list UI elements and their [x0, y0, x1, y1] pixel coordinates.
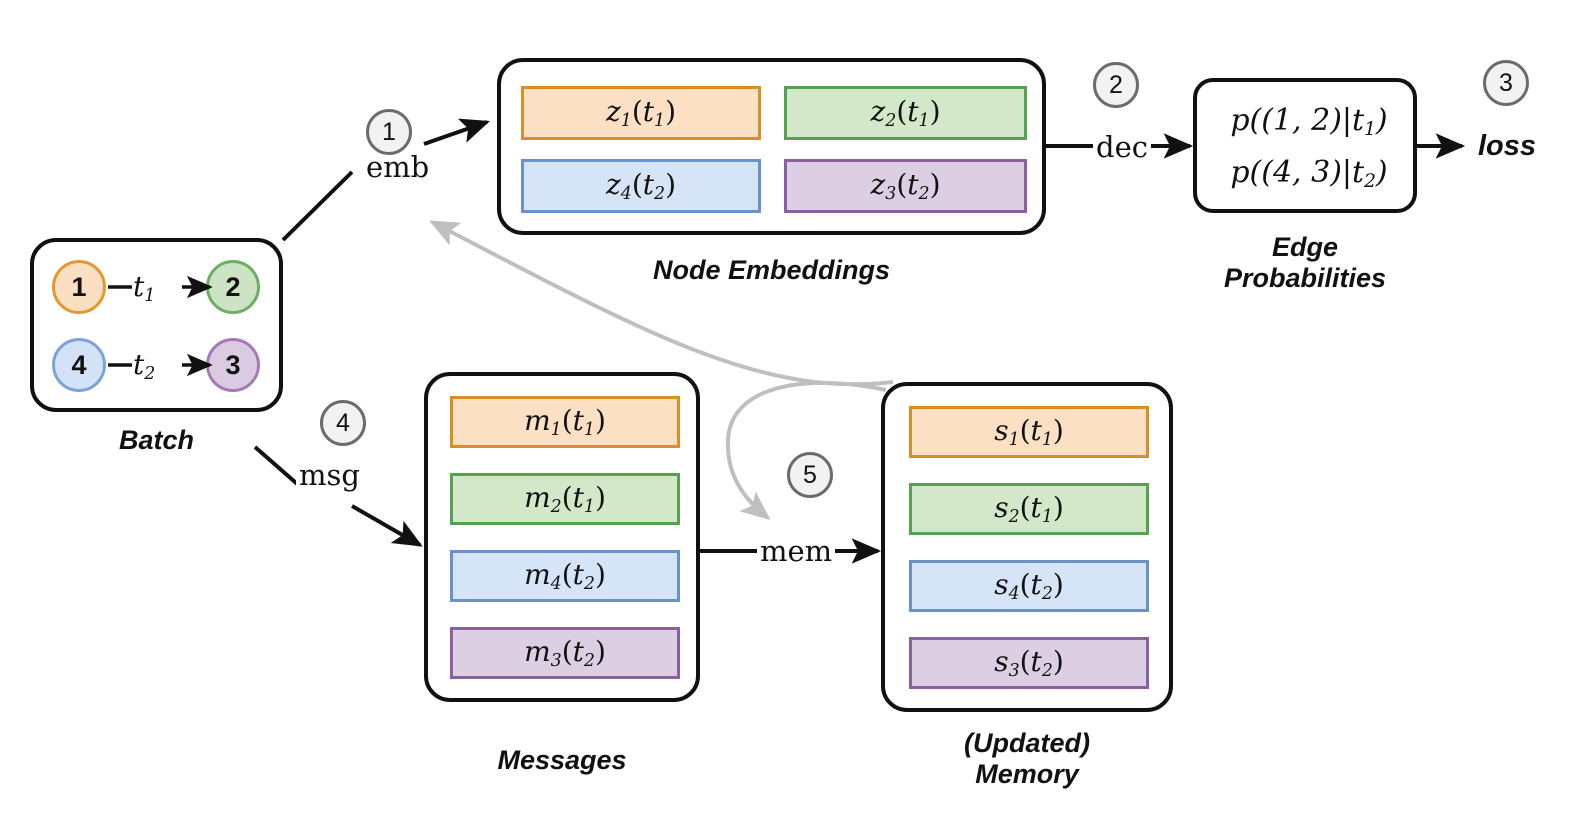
operator-label-dec: dec: [1093, 130, 1151, 164]
batch-node-2[interactable]: 2: [206, 260, 260, 314]
edge-probabilities-box: p((1, 2)|t1) p((4, 3)|t2): [1193, 78, 1417, 213]
arrow-msg-to-messages: [351, 504, 423, 547]
operator-label-emb: emb: [363, 150, 433, 184]
step-badge-1: 1: [366, 109, 412, 155]
batch-node-4[interactable]: 4: [52, 338, 106, 392]
memory-slot-s1[interactable]: s1(t1): [909, 406, 1149, 458]
arrow-memory-to-emb-feedback: [429, 220, 894, 387]
batch-box: 1 2 4 3 t1 t2: [30, 238, 283, 412]
edge-probability-row: p((4, 3)|t2): [1230, 154, 1388, 192]
node-embedding-slot-z3[interactable]: z3(t2): [784, 159, 1027, 213]
node-embedding-slot-z4[interactable]: z4(t2): [521, 159, 761, 213]
message-slot-m3[interactable]: m3(t2): [450, 627, 680, 679]
message-slot-m4[interactable]: m4(t2): [450, 550, 680, 602]
edge-probability-rows: p((1, 2)|t1) p((4, 3)|t2): [1197, 82, 1421, 213]
batch-node-1[interactable]: 1: [52, 260, 106, 314]
memory-slot-s4[interactable]: s4(t2): [909, 560, 1149, 612]
batch-edge-time-1: t1: [133, 270, 156, 306]
operator-label-mem: mem: [757, 534, 836, 568]
arrow-emb-to-node-embeddings: [423, 118, 491, 146]
step-badge-3: 3: [1483, 60, 1529, 106]
node-embedding-slot-z1[interactable]: z1(t1): [521, 86, 761, 140]
node-embeddings-caption: Node Embeddings: [652, 255, 890, 285]
arrow-batch-to-emb: [281, 170, 354, 242]
message-slot-m1[interactable]: m1(t1): [450, 396, 680, 448]
operator-label-msg: msg: [296, 458, 363, 492]
node-embeddings-box: z1(t1) z2(t1) z4(t2) z3(t2): [497, 58, 1046, 235]
step-badge-2: 2: [1093, 62, 1139, 108]
edge-probabilities-caption: Edge Probabilities: [1223, 232, 1387, 294]
memory-slot-s2[interactable]: s2(t1): [909, 483, 1149, 535]
loss-label: loss: [1478, 130, 1537, 162]
batch-edge-time-2: t2: [133, 348, 156, 384]
memory-box: s1(t1) s2(t1) s4(t2) s3(t2): [881, 382, 1173, 712]
node-embedding-slot-z2[interactable]: z2(t1): [784, 86, 1027, 140]
messages-box: m1(t1) m2(t1) m4(t2) m3(t2): [424, 372, 700, 702]
step-badge-5: 5: [787, 452, 833, 498]
batch-caption: Batch: [118, 425, 194, 455]
step-badge-4: 4: [320, 400, 366, 446]
memory-caption: (Updated) Memory: [964, 728, 1090, 790]
memory-slot-s3[interactable]: s3(t2): [909, 637, 1149, 689]
message-slot-m2[interactable]: m2(t1): [450, 473, 680, 525]
batch-node-3[interactable]: 3: [206, 338, 260, 392]
messages-caption: Messages: [497, 745, 627, 775]
edge-probability-row: p((1, 2)|t1): [1230, 103, 1388, 141]
